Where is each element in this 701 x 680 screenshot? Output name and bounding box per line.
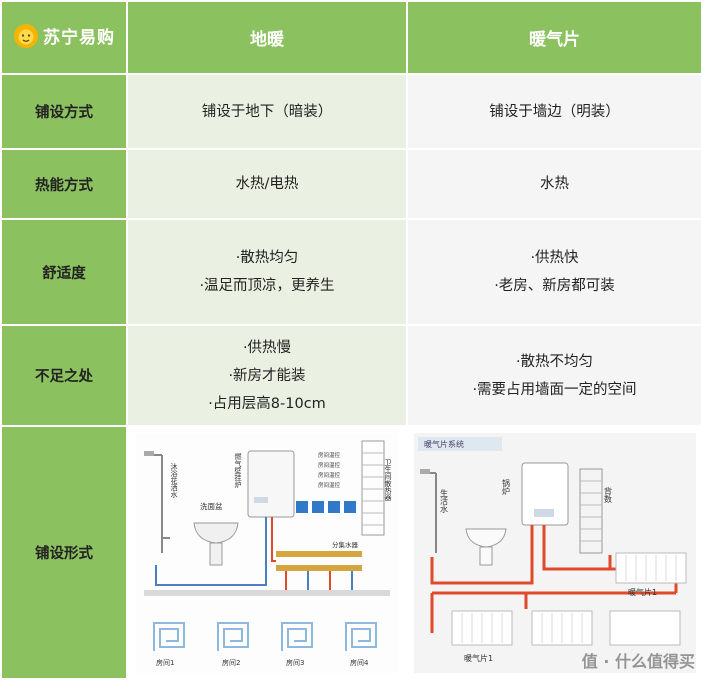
radiator-diagram: 暖气片系统 生活水 锅炉 — [413, 432, 696, 673]
cell-text: ·散热均匀 — [235, 250, 299, 266]
table-row: 铺设方式 铺设于地下（暗装） 铺设于墙边（明装） — [0, 73, 701, 150]
radiator-fins — [461, 554, 676, 643]
cell-radiator-diagram: 暖气片系统 生活水 锅炉 — [406, 425, 701, 680]
manifold-illustration — [276, 550, 362, 571]
legend-item: 房间温控 — [318, 481, 341, 489]
cell-text: ·老房、新房都可装 — [494, 278, 615, 294]
row-label: 不足之处 — [0, 324, 128, 427]
table-row: 不足之处 ·供热慢 ·新房才能装 ·占用层高8-10cm ·散热不均匀 ·需要占… — [0, 324, 701, 427]
shower-illustration — [144, 450, 170, 553]
cell-floor-heating-diagram: 沐浴花洒水 洗面盆 燃气壁挂炉 — [126, 425, 408, 680]
room-coils — [153, 621, 377, 651]
brand-logo: 苏宁易购 — [13, 23, 115, 49]
cell-text: ·供热慢 — [242, 339, 292, 356]
cell-text: ·占用层高8-10cm — [208, 395, 326, 412]
radiator-label: 暖气片1 — [628, 587, 657, 597]
shower-illustration — [419, 468, 437, 553]
boiler-label: 燃气壁挂炉 — [234, 452, 242, 489]
cell-text: ·新房才能装 — [228, 367, 306, 384]
watermark: 值 · 什么值得买 — [581, 652, 695, 671]
towel-radiator-illustration — [361, 440, 385, 535]
cell-floor-heating: 铺设于地下（暗装） — [126, 73, 408, 150]
diagram-title: 暖气片系统 — [424, 439, 464, 449]
cell-radiator: ·供热快 ·老房、新房都可装 — [406, 218, 701, 326]
legend-item: 房间温控 — [318, 461, 341, 469]
pipe-network — [144, 516, 390, 596]
row-label: 热能方式 — [0, 148, 128, 220]
brand-cell: 苏宁易购 — [0, 0, 128, 75]
basin-illustration — [464, 528, 507, 565]
row-label: 舒适度 — [0, 218, 128, 326]
cell-floor-heating: ·供热慢 ·新房才能装 ·占用层高8-10cm — [126, 324, 408, 427]
cell-floor-heating: 水热/电热 — [126, 148, 408, 220]
row-label: 铺设方式 — [0, 73, 128, 150]
table-row: 舒适度 ·散热均匀 ·温足而顶凉，更养生 ·供热快 ·老房、新房都可装 — [0, 218, 701, 326]
table-row: 热能方式 水热/电热 水热 — [0, 148, 701, 220]
cell-text: 水热/电热 — [235, 176, 299, 192]
basin-label: 洗面盆 — [200, 501, 223, 511]
towel-radiator-label: 卫生间散热器 — [384, 459, 392, 502]
column-header-floor-heating: 地暖 — [126, 0, 408, 75]
legend-item: 房间温控 — [318, 471, 341, 479]
cell-radiator: 铺设于墙边（明装） — [406, 73, 701, 150]
towel-radiator-label: 背数 — [603, 486, 612, 504]
boiler-illustration — [521, 462, 568, 525]
floor-heating-diagram: 沐浴花洒水 洗面盆 燃气壁挂炉 — [136, 432, 398, 673]
column-header-radiator: 暖气片 — [406, 0, 701, 75]
table-row: 铺设形式 沐浴花洒水 洗面盆 — [0, 425, 701, 680]
cell-radiator: 水热 — [406, 148, 701, 220]
diagram-title-bar — [417, 436, 502, 451]
boiler-illustration — [247, 450, 295, 517]
cell-floor-heating: ·散热均匀 ·温足而顶凉，更养生 — [126, 218, 408, 326]
room-label: 房间4 — [350, 658, 369, 667]
room-label: 房间1 — [156, 658, 174, 667]
cell-text: ·需要占用墙面一定的空间 — [472, 381, 637, 398]
thermostat-group — [296, 500, 356, 513]
radiator-label: 暖气片1 — [464, 653, 493, 663]
boiler-label: 锅炉 — [501, 478, 510, 496]
header-row: 苏宁易购 地暖 暖气片 — [0, 0, 701, 75]
shower-label: 沐浴花洒水 — [170, 462, 178, 498]
lion-face-icon — [14, 23, 38, 48]
room-label: 房间2 — [222, 658, 240, 667]
cell-radiator: ·散热不均匀 ·需要占用墙面一定的空间 — [406, 324, 701, 427]
manifold-label: 分集水器 — [332, 540, 359, 549]
cell-text: ·供热快 — [530, 250, 579, 266]
brand-name: 苏宁易购 — [43, 28, 115, 48]
room-label: 房间3 — [286, 658, 304, 667]
row-label: 铺设形式 — [0, 425, 128, 680]
shower-label: 生活水 — [439, 488, 448, 513]
cell-text: ·温足而顶凉，更养生 — [199, 278, 335, 294]
cell-text: 水热 — [540, 176, 569, 192]
cell-text: 铺设于墙边（明装） — [489, 103, 620, 120]
cell-text: ·散热不均匀 — [515, 353, 594, 370]
basin-illustration — [193, 522, 239, 565]
cell-text: 铺设于地下（暗装） — [201, 103, 333, 120]
towel-radiator-illustration — [579, 468, 602, 553]
legend-item: 房间温控 — [318, 451, 341, 459]
